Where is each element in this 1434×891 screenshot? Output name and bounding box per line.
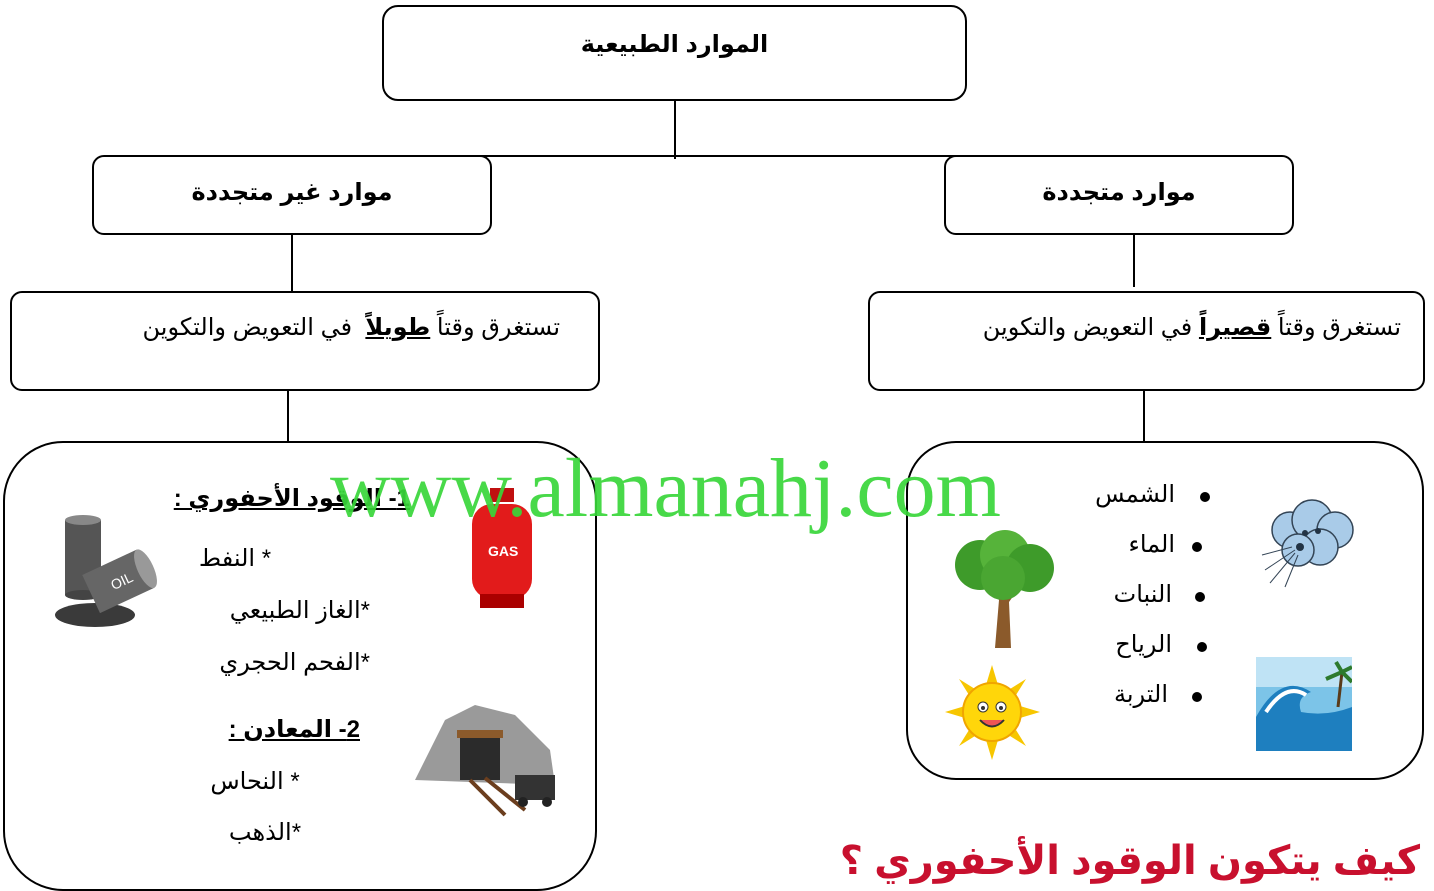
renewable-example-label: النبات	[1113, 581, 1172, 608]
renewable-example-item: النبات	[1060, 575, 1230, 625]
connector-nonrenewable-examples	[287, 391, 289, 441]
minerals-item-copper: * النحاس	[210, 768, 300, 795]
nonrenewable-desc-prefix: تستغرق وقتاً	[430, 314, 560, 341]
renewable-desc-emph: قصيراً	[1198, 314, 1272, 341]
wind-cloud-icon	[1261, 499, 1354, 588]
root-title: الموارد الطبيعية	[580, 31, 769, 58]
renewable-example-item: الرياح	[1060, 625, 1230, 675]
mine-icon	[415, 705, 555, 817]
sun-icon	[945, 665, 1040, 760]
fuel-item-gas: *الغاز الطبيعي	[229, 597, 370, 624]
renewable-example-label: التربة	[1113, 681, 1168, 708]
fuel-item-oil: * النفط	[198, 545, 272, 572]
nonrenewable-title: موارد غير متجددة	[191, 179, 393, 206]
connector-root-down	[674, 101, 676, 159]
minerals-item-gold: *الذهب	[228, 819, 302, 846]
renewable-desc: تستغرق وقتاً قصيراً في التعويض والتكوين	[868, 313, 1401, 342]
oil-barrel-icon: OIL	[55, 515, 157, 627]
renewable-node	[944, 155, 1294, 235]
renewable-example-item: التربة	[1060, 675, 1230, 725]
renewable-example-item: الماء	[1060, 525, 1230, 575]
renewable-example-label: الرياح	[1115, 631, 1172, 658]
renewable-example-label: الماء	[1128, 531, 1175, 558]
renewable-example-item: الشمس	[1060, 475, 1230, 525]
gas-label: GAS	[488, 543, 518, 559]
renewable-title: موارد متجددة	[1042, 179, 1196, 206]
tree-icon	[955, 530, 1054, 648]
root-node	[382, 5, 967, 101]
fuel-heading: 1- الوقود الأحفوري :	[173, 485, 410, 512]
renewable-example-label: الشمس	[1095, 481, 1175, 508]
bottom-question: كيف يتكون الوقود الأحفوري ؟	[839, 839, 1420, 883]
nonrenewable-desc-emph: طويلاً	[365, 314, 431, 341]
minerals-heading: 2- المعادن :	[228, 716, 360, 743]
renewable-desc-box	[868, 291, 1425, 391]
wave-icon	[1256, 657, 1352, 751]
nonrenewable-desc: تستغرق وقتاً طويلاً في التعويض والتكوين	[10, 313, 560, 342]
connector-renewable-desc	[1133, 235, 1135, 287]
fuel-item-coal: *الفحم الحجري	[219, 649, 370, 676]
connector-renewable-examples	[1143, 391, 1145, 441]
renewable-desc-prefix: تستغرق وقتاً	[1271, 314, 1401, 341]
nonrenewable-desc-box	[10, 291, 600, 391]
renewable-desc-suffix: في التعويض والتكوين	[982, 314, 1199, 341]
nonrenewable-node	[92, 155, 492, 235]
renewable-examples-list: الشمس الماء النبات الرياح التربة	[1060, 475, 1230, 725]
nonrenewable-desc-suffix: في التعويض والتكوين	[142, 314, 366, 341]
gas-cylinder-icon: GAS	[472, 488, 532, 608]
connector-nonrenewable-desc	[291, 235, 293, 291]
connector-horizontal	[355, 155, 1115, 157]
